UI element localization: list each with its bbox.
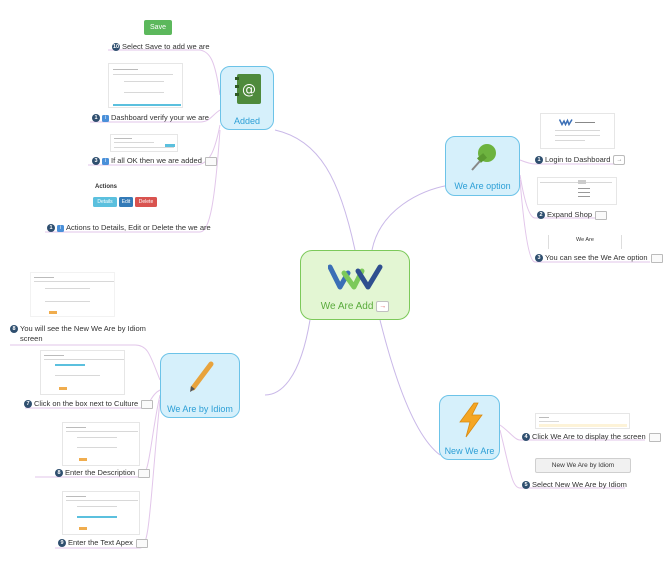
save-button[interactable]: Save bbox=[144, 20, 172, 35]
link-arrow-icon[interactable]: → bbox=[613, 155, 626, 166]
topic-added[interactable]: @ Added bbox=[220, 66, 274, 130]
topic-new-we-are[interactable]: New We Are bbox=[439, 395, 500, 460]
step-text: Click on the box next to Culture bbox=[34, 399, 139, 408]
details-button[interactable]: Details bbox=[93, 197, 117, 207]
edit-button[interactable]: Edit bbox=[119, 197, 133, 207]
step-text: Login to Dashboard bbox=[545, 155, 611, 164]
expand-shop-screenshot-thumbnail bbox=[537, 177, 617, 205]
actions-panel: Actions Details Edit Delete bbox=[89, 181, 159, 213]
step-text: You can see the We Are option bbox=[545, 253, 648, 262]
step-number: 2 bbox=[537, 211, 545, 220]
logo-icon bbox=[559, 118, 573, 126]
culture-screen-thumbnail bbox=[40, 350, 125, 395]
note-icon[interactable] bbox=[138, 468, 151, 478]
topic-we-are-option-label: We Are option bbox=[454, 181, 511, 191]
step-text: You will see the New We Are by Idiom bbox=[20, 324, 146, 333]
link-arrow-icon[interactable]: → bbox=[376, 301, 390, 312]
note-icon[interactable] bbox=[650, 253, 663, 263]
topic-added-label: Added bbox=[233, 116, 261, 126]
info-icon: i bbox=[102, 114, 109, 122]
actions-title: Actions bbox=[95, 184, 118, 190]
note-icon[interactable] bbox=[141, 399, 154, 409]
step-number: 4 bbox=[522, 433, 530, 442]
login-screenshot-thumbnail bbox=[540, 113, 615, 149]
lightning-icon bbox=[459, 402, 483, 438]
step-text: Expand Shop bbox=[547, 210, 593, 219]
step-number: 10 bbox=[112, 43, 120, 52]
step-text: Enter the Description bbox=[65, 468, 136, 477]
note-icon[interactable] bbox=[135, 538, 148, 548]
address-book-icon: @ bbox=[235, 74, 261, 104]
step-text: Actions to Details, Edit or Delete the w… bbox=[66, 223, 211, 232]
step-number: 8 bbox=[10, 325, 18, 334]
step-text-continued: screen bbox=[20, 334, 43, 343]
step-number: 1 bbox=[92, 114, 100, 123]
step-text: Click We Are to display the screen bbox=[532, 432, 646, 441]
topic-new-we-are-label: New We Are bbox=[444, 446, 495, 456]
delete-button[interactable]: Delete bbox=[135, 197, 157, 207]
topic-we-are-by-idiom[interactable]: We Are by Idiom bbox=[160, 353, 240, 418]
note-icon[interactable] bbox=[204, 156, 217, 166]
step-number: 8 bbox=[55, 469, 63, 478]
verify-screenshot-thumbnail bbox=[110, 134, 178, 152]
step-number: 3 bbox=[92, 157, 100, 166]
we-are-menu-item[interactable]: We Are bbox=[548, 235, 622, 249]
description-screen-thumbnail bbox=[62, 422, 140, 466]
step-text: If all OK then we are added bbox=[111, 156, 202, 165]
step-number: 7 bbox=[24, 400, 32, 409]
logo-icon bbox=[328, 264, 383, 290]
step-number: 5 bbox=[522, 481, 530, 490]
topic-we-are-option[interactable]: We Are option bbox=[445, 136, 520, 196]
dashboard-screenshot-thumbnail bbox=[108, 63, 183, 108]
step-number: 3 bbox=[535, 254, 543, 263]
step-text: Select New We Are by Idiom bbox=[532, 480, 627, 489]
note-icon[interactable] bbox=[648, 432, 661, 442]
note-icon[interactable] bbox=[595, 210, 608, 220]
pencil-icon bbox=[190, 361, 214, 392]
step-number: 1 bbox=[535, 156, 543, 165]
we-are-menu-label: We Are bbox=[576, 237, 594, 243]
step-number: 9 bbox=[58, 539, 66, 548]
info-icon: i bbox=[57, 224, 64, 232]
step-text: Enter the Text Apex bbox=[68, 538, 133, 547]
step-text: Dashboard verify your we are bbox=[111, 113, 209, 122]
step-number: 1 bbox=[47, 224, 55, 233]
new-we-are-by-idiom-button[interactable]: New We Are by Idiom bbox=[535, 458, 631, 473]
new-we-are-screen-thumbnail bbox=[30, 272, 115, 317]
topic-we-are-by-idiom-label: We Are by Idiom bbox=[167, 404, 233, 414]
we-are-screen-thumbnail bbox=[535, 413, 630, 429]
info-icon: i bbox=[102, 157, 109, 165]
step-text: Select Save to add we are bbox=[122, 42, 210, 51]
pushpin-icon bbox=[471, 144, 496, 171]
svg-text:@: @ bbox=[242, 82, 256, 98]
text-apex-screen-thumbnail bbox=[62, 491, 140, 535]
central-topic[interactable]: We Are Add → bbox=[300, 250, 410, 320]
central-topic-label: We Are Add bbox=[320, 301, 374, 313]
